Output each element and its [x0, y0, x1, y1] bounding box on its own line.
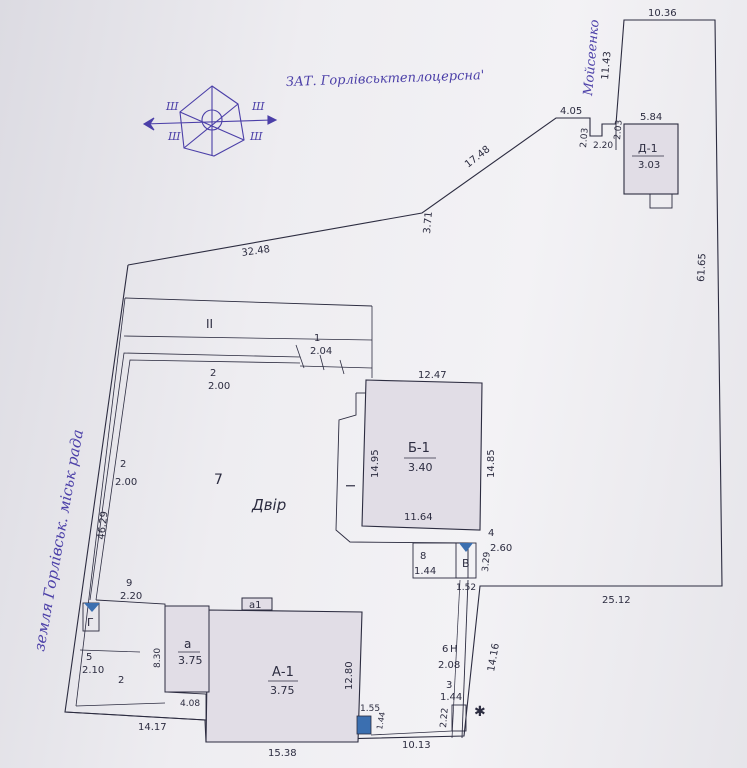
- plan-title: ЗАТ. Горлівськтеплоцерсна': [286, 68, 485, 90]
- dim-12-80: 12.80: [344, 661, 355, 690]
- yard-number: 7: [214, 472, 223, 488]
- label-a1-value: 3.75: [270, 684, 295, 697]
- right-fence-2: [451, 579, 461, 739]
- dim-61-65: 61.65: [696, 253, 708, 282]
- fence-3-num: 3: [446, 680, 452, 691]
- dim-1-52: 1.52: [456, 583, 476, 593]
- dim-11-43: 11.43: [600, 51, 613, 80]
- dim-4-08: 4.08: [180, 699, 200, 709]
- dim-25-12: 25.12: [602, 595, 631, 606]
- dim-14-17: 14.17: [138, 722, 167, 733]
- boundary-inner-left: [75, 297, 126, 707]
- compass-mark-3: Ш: [167, 130, 181, 143]
- fence-2-top-len: 2.00: [208, 381, 230, 392]
- fence-9-num: 9: [126, 578, 132, 589]
- fence-5-len: 2.10: [82, 665, 104, 676]
- dim-2-20: 2.20: [593, 141, 613, 151]
- fence-gate-post-a: [295, 344, 305, 369]
- dim-4-05: 4.05: [560, 106, 582, 117]
- dim-2-22: 2.22: [439, 707, 451, 728]
- compass-rose: [142, 85, 278, 157]
- dim-3-29: 3.29: [481, 551, 493, 572]
- dim-10-36: 10.36: [648, 8, 677, 19]
- dim-1-44: 1.44: [375, 711, 387, 730]
- dim-1-55: 1.55: [360, 704, 380, 714]
- d1-steps: [649, 193, 673, 209]
- left-shed-outline: [64, 599, 207, 721]
- shed-8: [412, 542, 469, 579]
- fence-4-num: 4: [488, 528, 494, 539]
- label-a-name: а: [184, 637, 191, 651]
- fence-2-left-len: 2.00: [115, 477, 137, 488]
- dim-8-30: 8.30: [153, 648, 163, 668]
- label-a1-porch: а1: [249, 600, 262, 611]
- fence-6-num: 6: [442, 644, 448, 655]
- label-g: Г: [87, 616, 94, 629]
- dim-2-03-b: 2.03: [613, 119, 625, 140]
- left-shed-inner-2: [75, 702, 166, 707]
- dim-14-16: 14.16: [486, 642, 502, 672]
- fence-8-len: 1.44: [414, 566, 436, 577]
- marker-triangle-right: [459, 543, 473, 552]
- fence-gate-line: [299, 365, 373, 369]
- label-a1-name: А-1: [272, 665, 294, 680]
- dim-2-03-a: 2.03: [579, 127, 591, 148]
- dim-10-13: 10.13: [402, 740, 431, 751]
- fence-inner: [89, 352, 301, 601]
- dim-14-95: 14.95: [370, 449, 381, 478]
- dim-32-48: 32.48: [241, 244, 271, 259]
- building-a1: [205, 609, 363, 743]
- marker-triangle-left: [84, 603, 100, 612]
- dim-46-29: 46.29: [96, 511, 110, 541]
- fence-6-len: 2.08: [438, 660, 460, 671]
- label-n: Н: [450, 644, 458, 655]
- shed-bottom-line: [370, 730, 453, 736]
- annex-a: [164, 605, 210, 693]
- label-b1-name: Б-1: [408, 441, 430, 456]
- building-d1: [623, 123, 679, 195]
- yard-label: Двір: [251, 496, 286, 514]
- fence-1-len: 2.04: [310, 346, 332, 357]
- fence-1-num: 1: [314, 333, 320, 344]
- dim-12-47: 12.47: [418, 370, 447, 381]
- porch-a1: [241, 597, 273, 611]
- fence-2-top-num: 2: [210, 368, 216, 379]
- fence-inner-2: [95, 359, 301, 601]
- fence-4-len: 2.60: [490, 543, 512, 554]
- small-shed-bottom: [451, 704, 467, 732]
- blue-marker: [356, 715, 372, 735]
- right-fence: [461, 579, 469, 739]
- compass-mark-4: Ш: [249, 130, 263, 143]
- left-shed-inner: [79, 649, 141, 653]
- fence-gate-post-b: [319, 354, 325, 371]
- compass-mark-2: Ш: [251, 100, 265, 113]
- street-top: Мойсеенко: [581, 19, 603, 98]
- dim-14-85: 14.85: [486, 449, 497, 478]
- compass-mark-1: Ш: [165, 100, 179, 113]
- survey-point-mark: ✱: [474, 704, 486, 720]
- zone-roman-ii: II: [206, 317, 213, 331]
- zone-roman-i: I: [343, 484, 357, 488]
- fence-9-len: 2.20: [120, 591, 142, 602]
- fence-2-bottom: 2: [118, 675, 124, 686]
- label-b1-value: 3.40: [408, 461, 433, 474]
- fence-3-len: 1.44: [440, 692, 462, 703]
- label-a-value: 3.75: [178, 654, 203, 667]
- dim-3-71: 3.71: [422, 211, 435, 234]
- label-d1-name: Д-1: [638, 142, 658, 155]
- boundary-top-inner: [124, 297, 373, 307]
- label-d1-value: 3.03: [638, 160, 660, 171]
- dim-11-64: 11.64: [404, 512, 433, 523]
- dim-15-38: 15.38: [268, 748, 297, 759]
- boundary-top-inner-2: [123, 335, 373, 341]
- building-b1: [361, 379, 483, 531]
- fence-5-num: 5: [86, 652, 92, 663]
- fence-8-num: 8: [420, 551, 426, 562]
- label-v: В: [462, 557, 470, 570]
- dim-5-84: 5.84: [640, 112, 662, 123]
- fence-2-left-num: 2: [120, 459, 126, 470]
